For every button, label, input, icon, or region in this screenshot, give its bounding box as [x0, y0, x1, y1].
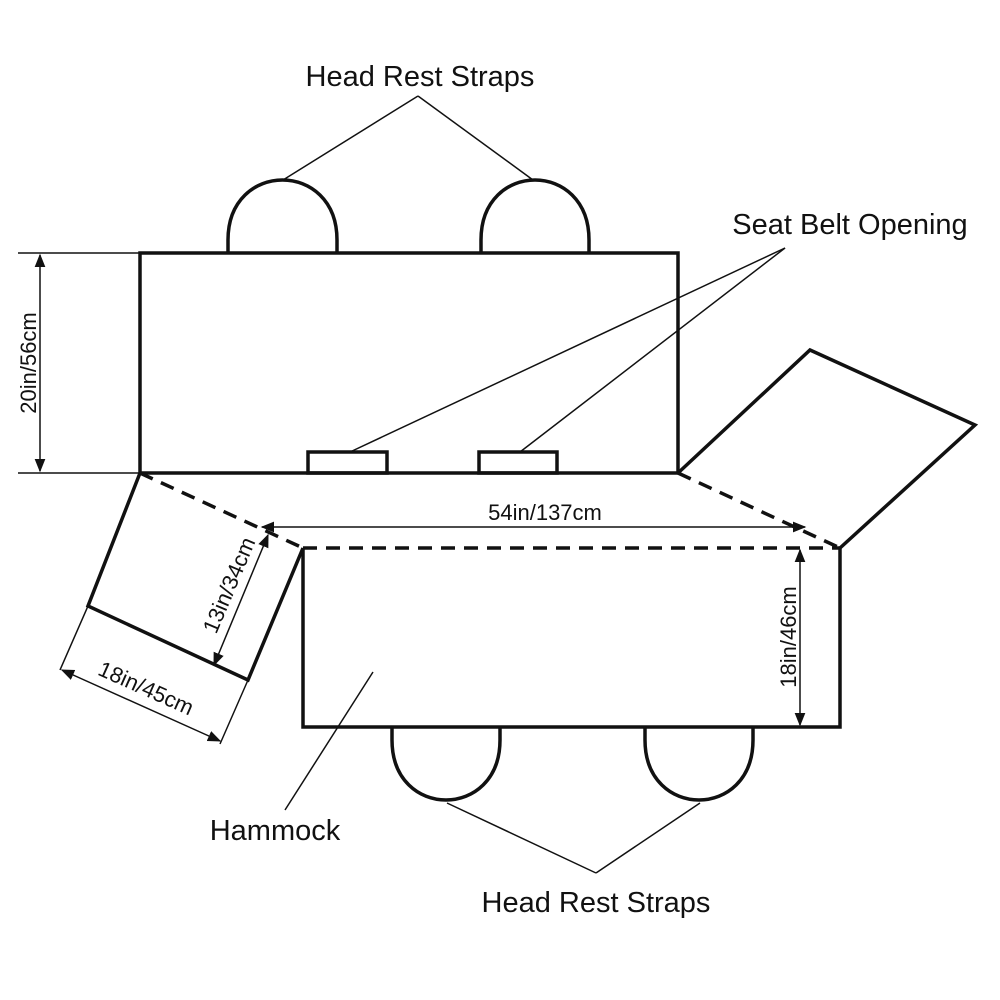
leader-line [519, 247, 786, 453]
head-rest-strap-bottom-right [643, 727, 755, 802]
label-seat-belt-opening: Seat Belt Opening [732, 209, 967, 241]
label-head-rest-straps-bottom: Head Rest Straps [482, 887, 711, 919]
leader-line [595, 802, 701, 874]
leader-line [417, 95, 534, 181]
leader-line [282, 95, 419, 181]
dimension-side-flap-width: 18in/45cm [95, 656, 198, 720]
right-side-flap [676, 347, 979, 550]
dimension-side-flap-height: 13in/34cm [198, 533, 261, 636]
head-rest-strap-top-right [479, 178, 591, 253]
seat-belt-opening-right [477, 450, 559, 475]
leader-line [446, 802, 597, 874]
left-side-flap [85, 472, 305, 683]
leader-line [349, 247, 786, 453]
leader-line [284, 671, 374, 811]
dimension-arrow [60, 669, 222, 742]
head-rest-strap-bottom-left [390, 727, 502, 802]
fold-line [677, 471, 841, 550]
dimension-hammock-depth: 18in/46cm [776, 586, 801, 688]
dimension-back-height: 20in/56cm [16, 312, 41, 414]
dimension-arrow [213, 533, 269, 667]
head-rest-strap-top-left [226, 178, 339, 253]
label-head-rest-straps-top: Head Rest Straps [306, 61, 535, 93]
label-hammock: Hammock [210, 815, 341, 847]
dimension-width: 54in/137cm [488, 500, 602, 525]
hammock-panel [301, 548, 842, 729]
seat-belt-opening-left [306, 450, 389, 475]
fold-line [139, 471, 304, 550]
back-panel [138, 251, 680, 475]
